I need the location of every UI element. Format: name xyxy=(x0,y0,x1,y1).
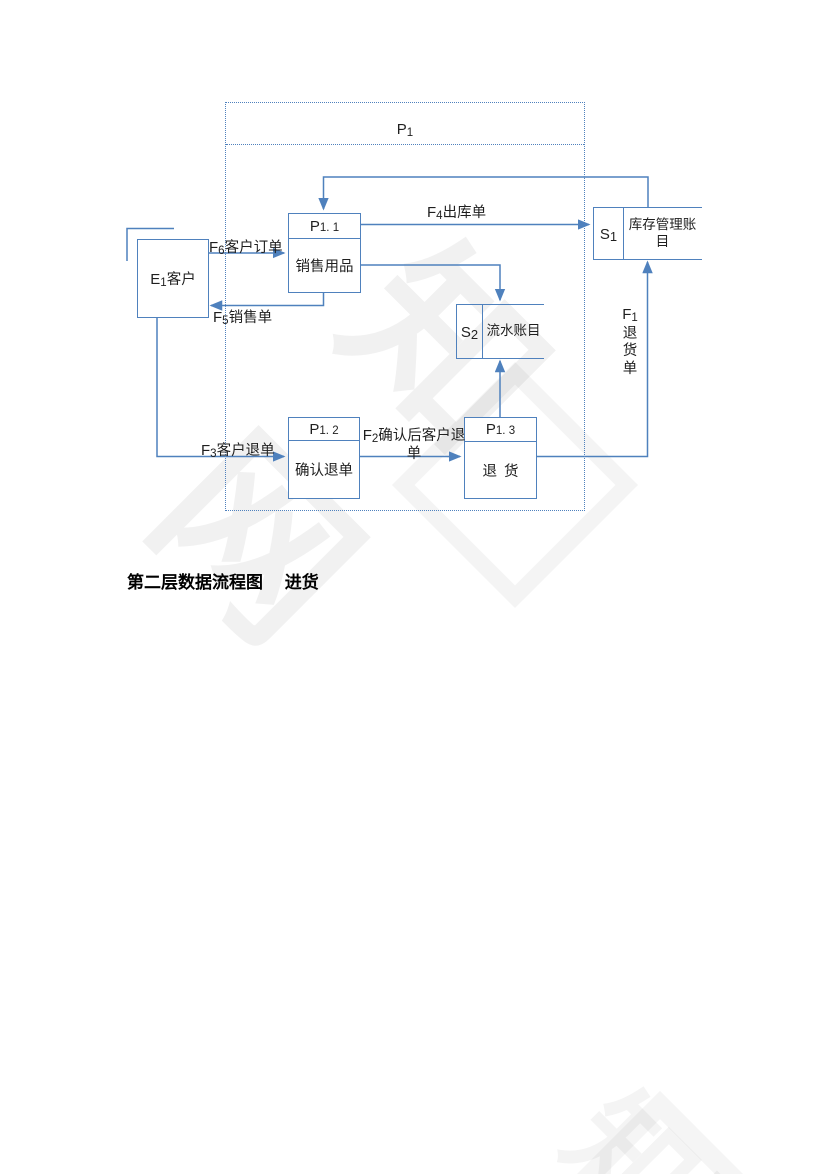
flow-f3-text: 客户退单 xyxy=(216,443,275,459)
flow-f4-text: 出库单 xyxy=(442,205,487,221)
entity-e1-label: E1客户 xyxy=(150,268,195,289)
flow-f2-text: 确认后客户退单 xyxy=(378,428,466,462)
entity-corner-bracket xyxy=(126,227,174,261)
flow-f1-label: F1 退货单 xyxy=(616,305,644,378)
flow-f5-num: 5 xyxy=(222,314,229,327)
flow-f6-num: 6 xyxy=(218,244,225,257)
process-p11-num: 1. 1 xyxy=(319,221,340,234)
store-s2-name: 流水账目 xyxy=(486,323,541,339)
store-s1-inventory-ledger: S1 库存管理账目 xyxy=(593,207,702,260)
store-s2-num: 2 xyxy=(470,326,479,342)
flow-f1-prefix: F xyxy=(622,306,632,323)
store-s2-id-cell: S2 xyxy=(457,305,483,358)
flow-f1-num: 1 xyxy=(631,311,638,324)
process-boundary-frame: P1 xyxy=(225,102,585,511)
flow-f4-label: F4出库单 xyxy=(427,201,486,222)
flow-f4-prefix: F xyxy=(427,204,437,221)
frame-band-divider xyxy=(226,144,584,145)
process-p11-name: 销售用品 xyxy=(295,259,354,275)
flow-f3-num: 3 xyxy=(210,447,217,460)
flow-f1-line xyxy=(535,260,653,458)
entity-e1-prefix: E xyxy=(150,271,161,288)
flow-f2-prefix: F xyxy=(362,427,372,444)
store-s2-cashflow-ledger: S2 流水账目 xyxy=(456,304,544,359)
process-p12-body: 确认退单 xyxy=(289,441,359,498)
flow-s1-to-p11-line xyxy=(318,176,649,211)
flow-f6-label: F6客户订单 xyxy=(209,236,283,257)
store-s1-prefix: S xyxy=(599,226,610,243)
process-p13-body: 退货 xyxy=(465,442,536,498)
flow-f1-text: 退货单 xyxy=(622,325,638,377)
entity-e1-num: 1 xyxy=(160,276,167,289)
store-s1-name-cell: 库存管理账目 xyxy=(624,208,701,259)
store-s2-prefix: S xyxy=(460,324,471,341)
flow-f3-prefix: F xyxy=(201,442,211,459)
flow-f1-id: F1 xyxy=(622,304,638,324)
flow-f5-label: F5销售单 xyxy=(213,306,272,327)
frame-label-p1: P1 xyxy=(226,121,584,139)
process-p13-prefix: P xyxy=(485,421,496,438)
flow-f5-prefix: F xyxy=(213,309,223,326)
flow-f6-prefix: F xyxy=(209,239,219,256)
process-p11-body: 销售用品 xyxy=(289,239,360,292)
frame-label-num: 1 xyxy=(406,126,414,139)
entity-e1-customer: E1客户 xyxy=(137,239,209,318)
flow-p11-to-s2-line xyxy=(359,264,506,302)
flow-f3-line xyxy=(156,316,286,462)
flow-f3-label: F3客户退单 xyxy=(201,439,275,460)
entity-e1-name: 客户 xyxy=(166,272,196,288)
frame-label-prefix: P xyxy=(396,121,407,138)
flow-f6-text: 客户订单 xyxy=(224,240,283,256)
process-p13-name: 退货 xyxy=(482,463,526,480)
flow-f5-text: 销售单 xyxy=(228,310,273,326)
process-p13-num: 1. 3 xyxy=(495,425,516,437)
process-p12-name: 确认退单 xyxy=(295,463,353,479)
store-s1-name: 库存管理账目 xyxy=(628,216,697,250)
process-p11-prefix: P xyxy=(309,217,320,235)
flow-f5-line xyxy=(209,291,325,311)
store-s1-id-cell: S1 xyxy=(594,208,624,259)
store-s1-num: 1 xyxy=(609,228,618,244)
store-s2-name-cell: 流水账目 xyxy=(483,305,544,358)
process-p12-prefix: P xyxy=(309,420,320,438)
figure-caption: 第二层数据流程图 进货 xyxy=(127,573,319,592)
process-p12-num: 1. 2 xyxy=(319,424,339,437)
flow-f2-label: F2确认后客户退单 xyxy=(360,427,468,463)
flow-f2-num: 2 xyxy=(371,432,379,445)
flow-f4-num: 4 xyxy=(436,209,443,222)
